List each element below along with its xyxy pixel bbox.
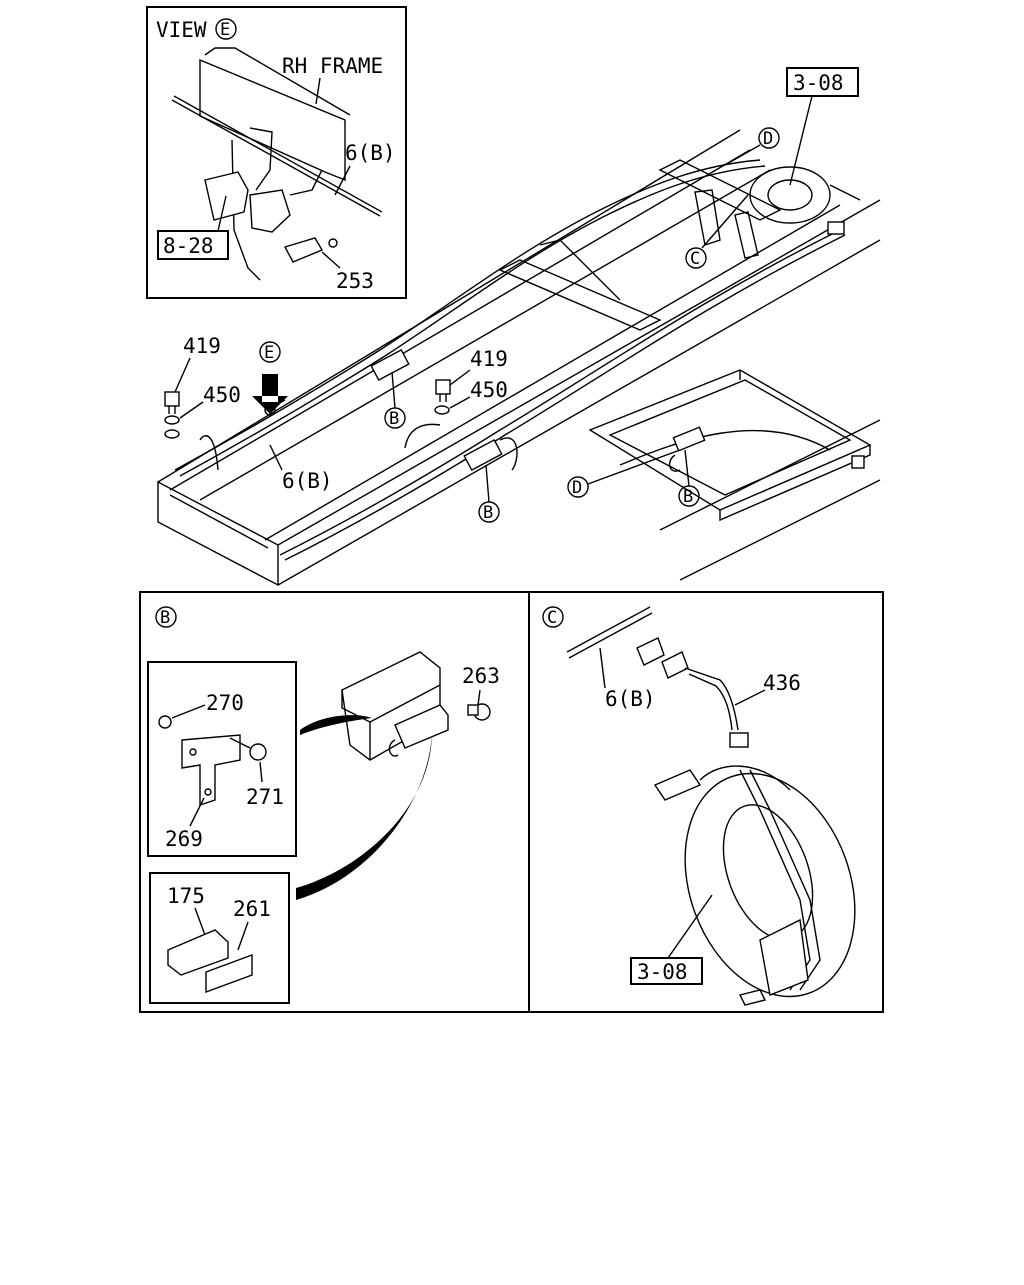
detail-c-marker-circle xyxy=(542,606,564,628)
detail-c-connector-2 xyxy=(661,651,689,679)
valve-body xyxy=(204,171,249,221)
chassis-view: 3-08 D xyxy=(157,67,881,587)
detail-b-marker: B xyxy=(160,608,170,628)
marker-b-1: B xyxy=(389,409,399,429)
rear-drum xyxy=(749,166,831,224)
detail-c-pipe xyxy=(566,606,651,653)
marker-d-bottom-circle xyxy=(567,476,589,498)
rh-frame-label: RH FRAME xyxy=(282,54,383,78)
detail-b-subbox-2 xyxy=(149,872,290,1004)
nut-270 xyxy=(158,715,172,729)
marker-e: E xyxy=(264,343,274,363)
part-271: 271 xyxy=(246,785,284,809)
bolt-419-right xyxy=(435,379,451,395)
part-419-right: 419 xyxy=(470,347,508,371)
clip-175 xyxy=(167,929,229,976)
brake-pipe-secondary xyxy=(279,229,841,556)
detail-c-cylinder xyxy=(759,918,809,996)
cross-member-2 xyxy=(658,159,782,221)
bolt-419-left xyxy=(164,391,180,407)
detail-b-marker-circle xyxy=(155,606,177,628)
rear-frame-end xyxy=(588,369,872,511)
rh-frame-rail xyxy=(199,58,346,182)
ref-box-3-08-bottom xyxy=(630,957,703,985)
part-436: 436 xyxy=(763,671,801,695)
detail-c-actuator xyxy=(653,769,702,801)
rh-frame-leader xyxy=(315,77,321,105)
part-450-right: 450 xyxy=(470,378,508,402)
part-261: 261 xyxy=(233,897,271,921)
ref-box-3-08-bottom-text: 3-08 xyxy=(637,960,688,984)
part-419-left: 419 xyxy=(183,334,221,358)
ref-box-8-28 xyxy=(157,230,229,260)
cover-261 xyxy=(205,953,253,994)
pipe-clip-2 xyxy=(463,439,503,471)
washer-450-right xyxy=(434,405,450,415)
washer-450-left xyxy=(164,415,180,425)
part-253-label: 253 xyxy=(336,269,374,293)
view-e-arrow-icon xyxy=(252,396,288,414)
marker-c-circle xyxy=(685,247,707,269)
frame-rail-right-top xyxy=(277,199,881,546)
marker-d-top: D xyxy=(763,129,773,149)
pipe-clip-3 xyxy=(672,426,706,452)
detail-c-connector-1 xyxy=(636,637,665,666)
frame-rail-left-top xyxy=(157,129,741,483)
marker-e-circle xyxy=(259,341,281,363)
detail-c-frame xyxy=(528,591,884,1013)
part-450-left: 450 xyxy=(203,383,241,407)
marker-c: C xyxy=(690,249,700,269)
detail-b-pointer-arc-1 xyxy=(300,715,372,735)
marker-b-2: B xyxy=(483,503,493,523)
detail-c-panel: C 6(B) 436 3-08 xyxy=(528,591,884,1013)
cross-member-1 xyxy=(498,259,662,331)
detail-b-panel: B 270 271 269 175 261 263 xyxy=(139,591,530,1013)
view-e-inset: VIEW E RH FRAME 6(B) 8-28 253 xyxy=(146,6,407,299)
detail-c-marker: C xyxy=(547,608,557,628)
ref-box-8-28-text: 8-28 xyxy=(163,234,214,258)
brake-pipe-line xyxy=(173,95,383,213)
detail-c-brake-drum xyxy=(684,772,856,998)
view-e-title-circle xyxy=(215,18,237,40)
joint-connector xyxy=(283,237,324,263)
detail-b-subbox-1 xyxy=(147,661,297,857)
view-e-frame xyxy=(146,6,407,299)
bracket-269 xyxy=(181,734,241,806)
detail-c-pipe-label: 6(B) xyxy=(605,687,656,711)
detail-b-pointer-arc-2 xyxy=(296,735,432,900)
part-269: 269 xyxy=(165,827,203,851)
ref-box-3-08-top xyxy=(786,67,859,97)
detail-b-clip-mounted xyxy=(394,704,449,749)
main-pipe-label: 6(B) xyxy=(282,469,333,493)
part-175: 175 xyxy=(167,884,205,908)
pipe-clip-1 xyxy=(370,349,410,381)
view-e-title: VIEW xyxy=(156,18,207,42)
valve-fitting xyxy=(249,189,291,233)
pipe-436 xyxy=(684,667,739,731)
marker-d-bottom: D xyxy=(572,478,582,498)
part-263: 263 xyxy=(462,664,500,688)
view-e-pipe-label: 6(B) xyxy=(345,141,396,165)
view-e-title-marker: E xyxy=(220,20,230,40)
marker-b-3: B xyxy=(683,487,693,507)
brake-pipe-main xyxy=(174,159,761,471)
part-270: 270 xyxy=(206,691,244,715)
bolt-271 xyxy=(249,743,267,761)
frame-rail-right-bottom xyxy=(277,239,881,586)
marker-d-top-circle xyxy=(758,127,780,149)
ref-box-3-08-top-text: 3-08 xyxy=(793,71,844,95)
